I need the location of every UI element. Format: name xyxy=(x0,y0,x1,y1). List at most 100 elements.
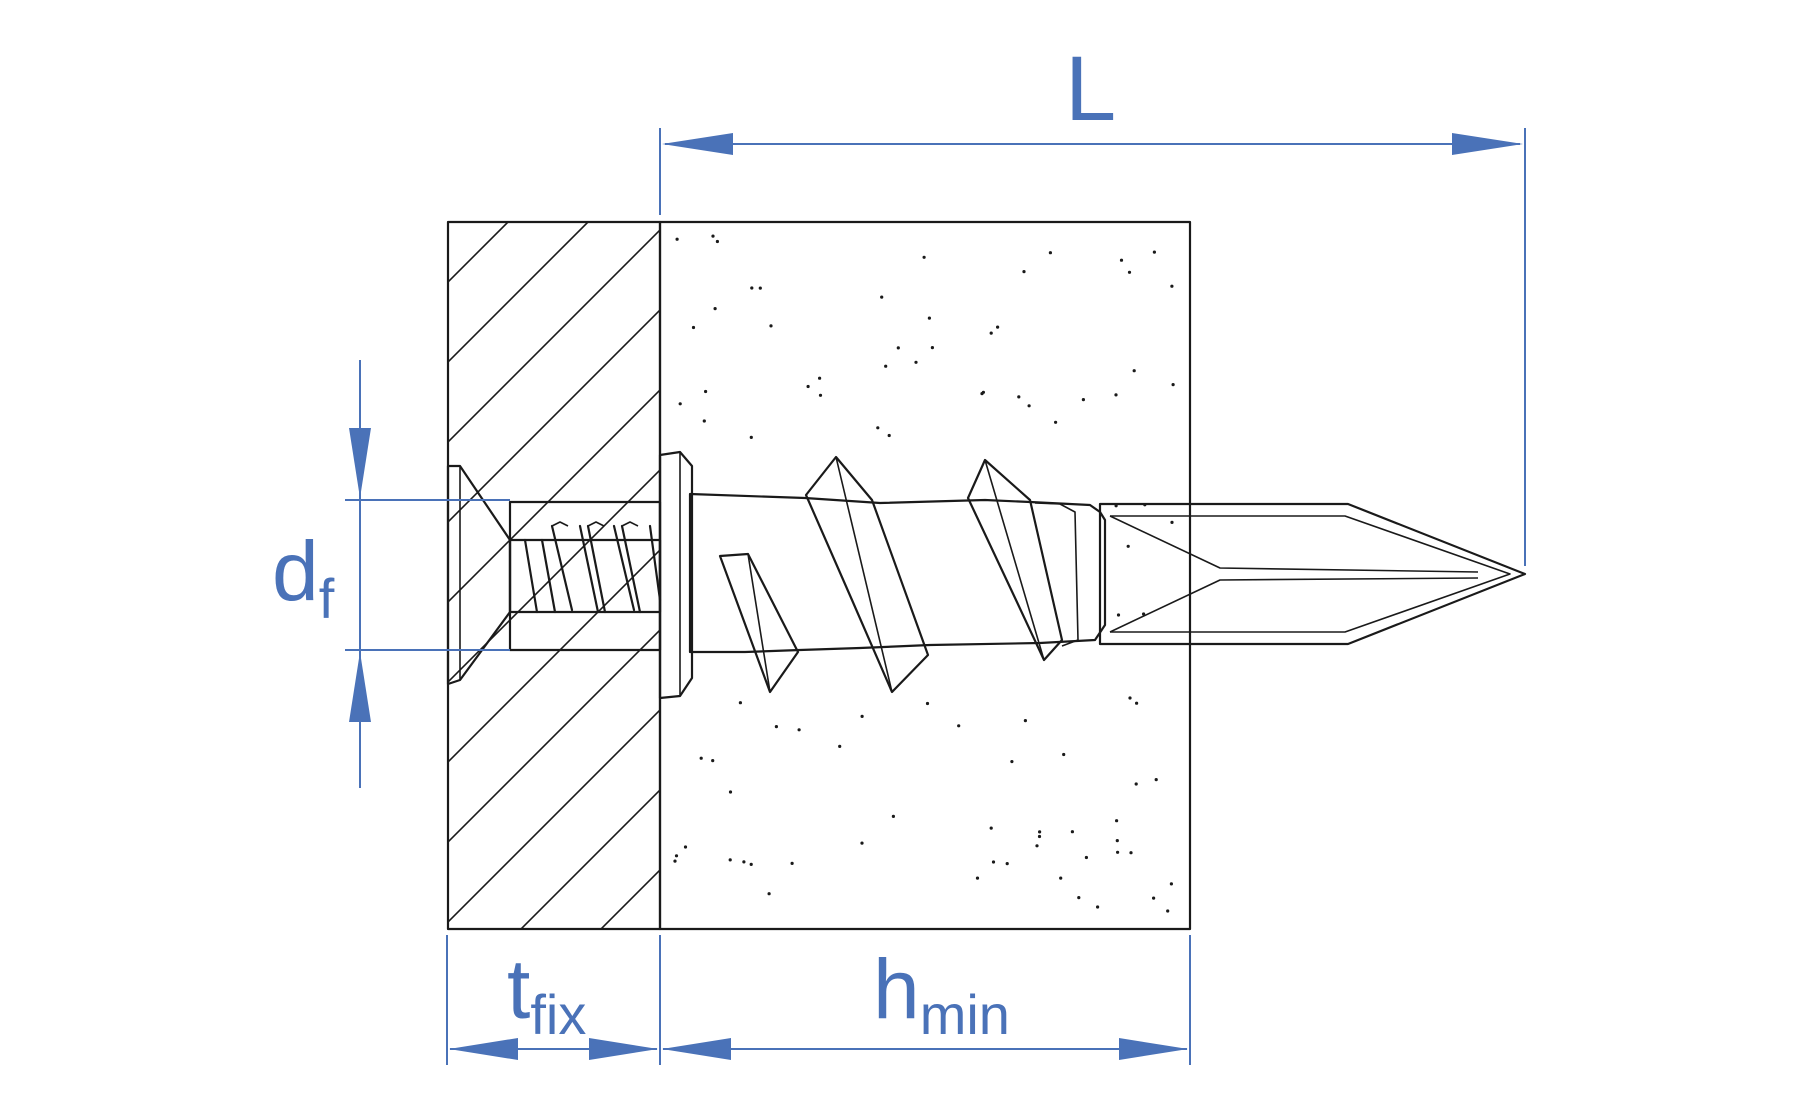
concrete-speck xyxy=(711,759,715,763)
plug-drill-tip xyxy=(1098,502,1527,646)
hatch-line xyxy=(448,468,660,684)
concrete-speck xyxy=(758,286,762,290)
concrete-speck xyxy=(1005,862,1009,866)
plug-thread-3-edge xyxy=(984,459,1045,661)
hatch-line xyxy=(0,222,28,942)
concrete-speck xyxy=(1017,395,1021,399)
concrete-speck xyxy=(860,714,864,719)
concrete-speck xyxy=(1152,896,1156,900)
concrete-speck xyxy=(818,393,823,397)
concrete-speck xyxy=(991,860,996,864)
concrete-speck xyxy=(1077,896,1081,900)
concrete-speck xyxy=(880,295,884,299)
plug-thread-1-edge xyxy=(747,553,771,693)
hatch-line xyxy=(0,222,268,942)
hatch-line xyxy=(599,868,660,929)
screw-shank xyxy=(508,500,662,652)
concrete-speck xyxy=(1127,270,1132,274)
concrete-speck xyxy=(1169,882,1173,886)
concrete-speck xyxy=(1114,393,1118,397)
concrete-speck xyxy=(1048,251,1052,255)
hatch-line xyxy=(0,222,428,942)
concrete-speck xyxy=(715,239,720,244)
hatch-line xyxy=(448,388,660,604)
concrete-speck xyxy=(1096,905,1100,909)
concrete-speck xyxy=(1059,876,1063,880)
hatch-line xyxy=(448,708,660,924)
concrete-speck xyxy=(1054,420,1058,424)
hatch-line xyxy=(0,222,188,942)
concrete-speck xyxy=(838,744,842,749)
dim-df-arrow-bottom xyxy=(349,652,371,722)
concrete-speck xyxy=(975,876,980,880)
dim-L-arrow-left xyxy=(662,133,733,155)
concrete-speck xyxy=(1022,270,1026,274)
label-hmin: hmin xyxy=(873,942,1010,1046)
hatch-line xyxy=(448,628,660,844)
dim-tfix-arrow-right xyxy=(589,1038,658,1060)
concrete-speck xyxy=(1115,839,1119,843)
plug-thread-2 xyxy=(804,455,930,694)
concrete-speck xyxy=(957,724,961,728)
hatch-line xyxy=(748,222,1468,942)
concrete-speck xyxy=(767,892,771,896)
concrete-speck xyxy=(711,234,715,238)
concrete-speck xyxy=(1115,819,1119,823)
plug-thread-1 xyxy=(718,552,800,694)
dim-hmin-arrow-right xyxy=(1119,1038,1188,1060)
hatch-line xyxy=(448,222,509,284)
plug-drill-tip-inner xyxy=(1110,515,1511,633)
concrete-speck xyxy=(927,316,932,320)
plug-collar xyxy=(658,450,694,700)
hatch-line xyxy=(519,788,660,929)
concrete-speck xyxy=(797,728,801,732)
dimension-labels: L df tfix hmin xyxy=(272,38,1116,1046)
concrete-speck xyxy=(742,860,746,864)
concrete-speck xyxy=(1010,760,1014,764)
concrete-speck xyxy=(818,376,822,380)
dim-L-arrow-right xyxy=(1452,133,1523,155)
concrete-speck xyxy=(887,433,891,438)
concrete-speck xyxy=(1084,855,1088,860)
hatch-line xyxy=(448,308,660,524)
concrete-speck xyxy=(1116,613,1121,617)
fixture-hatched xyxy=(0,220,1468,942)
concrete-speck xyxy=(699,756,703,760)
screw-threads xyxy=(523,521,662,614)
concrete-speck xyxy=(1129,851,1133,855)
concrete-speck xyxy=(1171,383,1175,387)
dim-hmin-arrow-left xyxy=(662,1038,731,1060)
hatch-line xyxy=(668,222,1388,942)
concrete-speck xyxy=(1154,778,1158,782)
plug-drill-tip-flutes xyxy=(1109,515,1479,633)
concrete-speck xyxy=(1170,284,1174,288)
concrete-speck xyxy=(774,725,779,729)
concrete-speck xyxy=(1023,719,1027,723)
concrete-speck xyxy=(1027,404,1031,408)
concrete-speck xyxy=(1119,258,1124,262)
concrete-speck xyxy=(914,360,918,364)
concrete-speck xyxy=(930,346,935,350)
concrete-speck xyxy=(1126,544,1130,548)
concrete-speck xyxy=(884,364,888,368)
concrete-speck xyxy=(750,286,754,290)
concrete-speck xyxy=(1037,834,1042,839)
concrete-speck xyxy=(749,435,753,439)
concrete-speck xyxy=(996,325,1000,329)
concrete-speck xyxy=(749,862,753,867)
plug-tip-collar xyxy=(1034,502,1079,647)
concrete-speck xyxy=(989,826,993,830)
concrete-speck xyxy=(981,390,986,394)
concrete-speck xyxy=(1142,612,1146,616)
concrete-speck xyxy=(713,307,717,311)
concrete-speck xyxy=(738,701,743,705)
concrete-speck xyxy=(769,324,773,328)
concrete-speck xyxy=(925,701,930,706)
concrete-speck xyxy=(896,346,900,350)
concrete-speck xyxy=(1070,830,1074,834)
concrete-speck xyxy=(1135,701,1139,705)
screw-thread-zone xyxy=(508,538,662,614)
concrete-speck xyxy=(683,845,688,849)
